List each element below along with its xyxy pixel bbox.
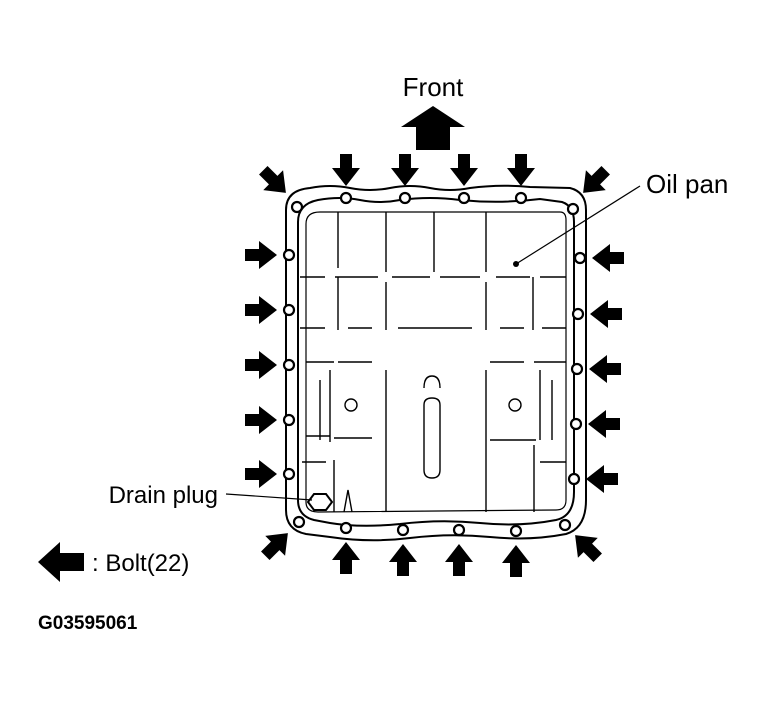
drain-notch xyxy=(343,489,353,513)
figure-code: G03595061 xyxy=(38,613,138,634)
oil-pan-leader xyxy=(515,185,641,265)
bolt-arrow-icon xyxy=(245,296,277,324)
bolt-arrow-icon xyxy=(573,160,616,203)
bolt-hole-icon xyxy=(570,362,584,376)
bolt-arrow-icon xyxy=(245,406,277,434)
bolt-arrow-icon xyxy=(245,351,277,379)
pan-bowl xyxy=(305,211,567,513)
bolt-hole-icon xyxy=(282,358,296,372)
oil-pan-label: Oil pan xyxy=(646,169,728,199)
bolt-arrow-icon xyxy=(588,410,620,438)
bolt-arrow-icon xyxy=(502,545,530,577)
bolt-hole-icon xyxy=(398,191,412,205)
bolt-hole-icon xyxy=(571,307,585,321)
bolt-arrow-icon xyxy=(445,544,473,576)
bolt-arrow-icon xyxy=(450,154,478,186)
bolt-hole-icon xyxy=(290,200,304,214)
front-arrow-icon xyxy=(401,106,465,150)
pan-center-slot xyxy=(423,375,441,479)
bolt-hole-icon xyxy=(282,248,296,262)
bolt-hole-icon xyxy=(509,524,523,538)
bolt-arrow-icon xyxy=(332,542,360,574)
bolt-hole-icon xyxy=(282,467,296,481)
bolt-hole-icon xyxy=(339,521,353,535)
bolt-arrow-icon xyxy=(586,465,618,493)
bolt-hole-icon xyxy=(566,202,580,216)
legend-bolt-arrow-icon xyxy=(38,542,84,582)
pan-outer-flange xyxy=(285,184,587,542)
pan-small-hole-left xyxy=(344,398,358,412)
bolt-arrow-icon xyxy=(389,544,417,576)
drain-plug-icon xyxy=(306,493,334,511)
bolt-arrow-icon xyxy=(589,355,621,383)
bolt-hole-icon xyxy=(292,515,306,529)
pan-small-hole-right xyxy=(508,398,522,412)
bolt-arrow-icon xyxy=(507,154,535,186)
bolt-hole-icon xyxy=(282,303,296,317)
bolt-arrow-icon xyxy=(391,154,419,186)
pan-ribs xyxy=(300,212,566,512)
bolt-arrow-icon xyxy=(332,154,360,186)
bolt-hole-icon xyxy=(514,191,528,205)
bolt-hole-icon xyxy=(558,518,572,532)
bolt-hole-icon xyxy=(569,417,583,431)
bolt-hole-icon xyxy=(452,523,466,537)
bolt-arrow-icon xyxy=(245,241,277,269)
bolt-arrow-icon xyxy=(245,460,277,488)
oil-pan xyxy=(285,184,587,542)
drain-plug-leader xyxy=(225,493,313,501)
bolt-hole-icon xyxy=(339,191,353,205)
bolt-hole-icon xyxy=(567,472,581,486)
drain-plug-label: Drain plug xyxy=(109,482,218,509)
front-label: Front xyxy=(403,72,464,102)
legend-label: : Bolt(22) xyxy=(92,550,189,577)
bolt-holes xyxy=(282,191,587,538)
bolt-arrow-icon xyxy=(590,300,622,328)
bolt-hole-icon xyxy=(573,251,587,265)
bolt-arrow-icon xyxy=(592,244,624,272)
bolt-hole-icon xyxy=(457,191,471,205)
oil-pan-leader-dot xyxy=(513,261,519,267)
bolt-hole-icon xyxy=(282,413,296,427)
bolt-arrow-icon xyxy=(255,523,298,566)
bolt-hole-icon xyxy=(396,523,410,537)
